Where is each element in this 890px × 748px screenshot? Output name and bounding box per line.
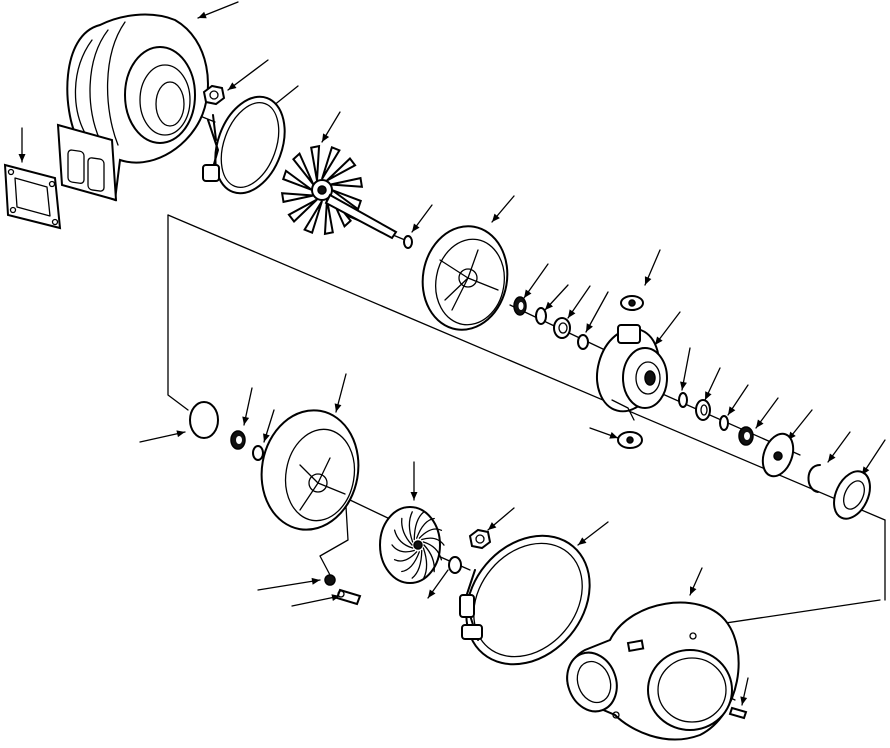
callout-arrow: [227, 59, 269, 91]
turbine-blade: [292, 151, 315, 186]
o-ring: [189, 401, 219, 439]
seal-ring: [230, 430, 246, 450]
turbine-blade: [321, 146, 341, 180]
turbine-wheel-shaft: [280, 144, 398, 240]
piston-ring: [403, 235, 413, 249]
callout-arrow: [263, 409, 275, 443]
callout-arrow: [410, 461, 418, 501]
turbine-blade: [330, 176, 364, 188]
callout-arrow: [680, 347, 691, 391]
turbine-clamp-nut: [202, 84, 226, 106]
retaining-ring-b: [577, 334, 589, 350]
turbine-blade: [331, 189, 363, 211]
callout-arrow: [18, 127, 26, 163]
callout-arrow: [704, 367, 721, 401]
thrust-collar: [513, 296, 527, 316]
turbine-v-band-clamp: [202, 95, 286, 195]
callout-arrow: [523, 263, 549, 299]
turbine-blade: [326, 157, 357, 182]
compressor-clamp-nut: [468, 528, 492, 550]
heat-shield: [421, 225, 509, 331]
turbine-blade: [310, 144, 321, 181]
journal-bearing-compressor: [695, 399, 711, 421]
callout-arrow: [654, 311, 681, 346]
compressor-v-band-clamp: [459, 534, 591, 666]
callout-arrow: [589, 427, 619, 439]
callout-arrow: [487, 507, 515, 531]
thrust-plate: [738, 426, 754, 446]
retaining-ring-a: [553, 317, 571, 339]
compressor-vane: [416, 517, 435, 539]
callout-arrow: [689, 567, 703, 596]
turbine-blade: [280, 192, 314, 204]
compressor-housing: [566, 601, 740, 741]
compressor-vane: [413, 511, 425, 541]
callout-arrow: [427, 569, 449, 599]
snap-ring: [807, 464, 821, 493]
lock-washer: [324, 574, 336, 586]
callout-arrow: [544, 284, 569, 311]
callout-arrow: [755, 397, 779, 429]
callout-arrow: [727, 384, 749, 416]
compressor-vane: [391, 544, 415, 553]
bearing-housing: [596, 324, 668, 421]
housing-bolt: [728, 706, 748, 720]
compressor-vane: [422, 541, 443, 561]
compressor-vane: [411, 549, 423, 579]
callout-arrow: [411, 204, 433, 233]
journal-bearing-turbine: [535, 307, 547, 325]
compressor-vane: [401, 517, 413, 546]
callout-arrow: [585, 291, 609, 333]
callout-arrow: [567, 285, 591, 319]
callout-arrow: [334, 373, 347, 413]
compressor-vane: [393, 551, 418, 562]
callout-arrow: [827, 431, 851, 463]
turbine-gasket: [3, 163, 62, 230]
thrust-bearing: [719, 415, 729, 431]
thrust-washer: [678, 392, 688, 408]
callout-arrow: [197, 1, 239, 19]
compressor-vane: [401, 551, 420, 573]
callout-arrow: [491, 195, 515, 223]
compressor-vane: [421, 537, 445, 546]
compressor-vane: [422, 547, 428, 579]
callout-arrow: [257, 577, 321, 591]
oil-inlet-gasket: [620, 295, 644, 311]
callout-arrow: [861, 439, 886, 476]
callout-arrow: [787, 409, 813, 441]
oil-drain-gasket: [617, 431, 643, 449]
compressor-vane: [418, 528, 443, 539]
spacer: [252, 445, 264, 461]
callout-arrow: [321, 111, 341, 143]
wheel-nut: [448, 556, 462, 574]
turbine-blade: [287, 198, 318, 223]
o-ring-large: [833, 470, 871, 520]
turbine-blade: [281, 169, 313, 191]
compressor-vane: [423, 544, 435, 573]
backplate-screw: [335, 588, 362, 606]
callout-arrow: [644, 249, 661, 286]
turbine-housing: [56, 13, 209, 202]
compressor-wheel: [379, 506, 445, 584]
compressor-vane: [408, 511, 414, 543]
callout-arrow: [139, 430, 186, 443]
oil-deflector: [761, 432, 795, 478]
callout-arrow: [577, 521, 609, 546]
turbine-blade: [303, 200, 323, 234]
turbine-blade: [323, 199, 334, 236]
callout-arrow: [740, 677, 749, 706]
backplate: [260, 409, 360, 531]
compressor-vane: [393, 529, 414, 549]
callout-arrow: [291, 594, 341, 607]
callout-arrow: [242, 387, 253, 426]
